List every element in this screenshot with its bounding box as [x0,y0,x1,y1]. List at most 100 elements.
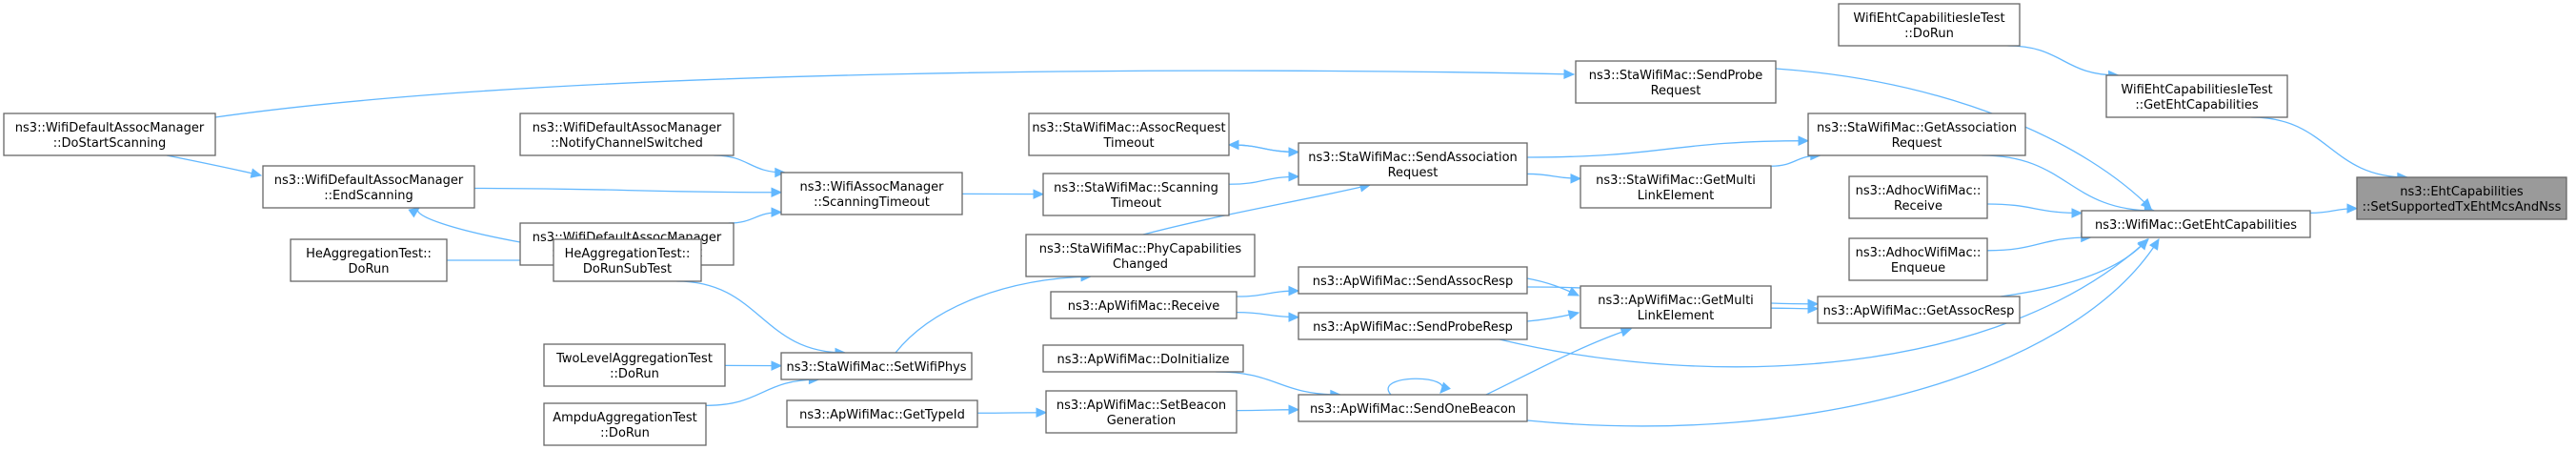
node-ehtTestGet[interactable]: WifiEhtCapabilitiesIeTest::GetEhtCapabil… [2105,74,2288,118]
node-defEndScanning[interactable]: ns3::WifiDefaultAssocManager::EndScannin… [262,165,475,209]
node-ehtTestDoRun[interactable]: WifiEhtCapabilitiesIeTest::DoRun [1838,3,2021,47]
node-label-line: WifiEhtCapabilitiesIeTest [1853,11,2004,26]
node-staSetWifiPhys[interactable]: ns3::StaWifiMac::SetWifiPhys [780,352,973,380]
edge-line [1142,184,1371,235]
edge-line [1526,140,1809,158]
arrowhead [1567,310,1580,320]
arrowhead [2137,238,2149,251]
edge-apSendProbeResp-to-apGetMultiLink [1526,310,1580,322]
edge-line [705,378,819,407]
node-label-line: ::SetSupportedTxEhtMcsAndNss [2363,200,2562,215]
node-label-line: HeAggregationTest:: [306,247,432,261]
node-box [1025,234,1256,277]
edge-staSendAssocReq-to-staGetMultiLink [1526,173,1582,184]
node-apReceive[interactable]: ns3::ApWifiMac::Receive [1050,291,1238,319]
edge-assocReqTimeout-to-staSendAssocReq [1228,144,1300,157]
edge-apSendOneBeacon-to-apSendOneBeacon [1387,378,1451,396]
node-box [780,352,973,380]
edge-line [1986,203,2083,215]
node-label-line: ns3::WifiDefaultAssocManager [15,121,205,135]
node-defDoStartScanning[interactable]: ns3::WifiDefaultAssocManager::DoStartSca… [3,112,216,156]
node-apGetTypeId[interactable]: ns3::ApWifiMac::GetTypeId [786,399,978,428]
edge-line [1228,144,1299,153]
node-label-line: Request [1892,136,1942,151]
edge-adhocReceive-to-getEhtCaps [1986,203,2083,218]
edge-defNotifyChSwitched-to-assocMgrScanTimeout [714,154,787,178]
node-label-line: ns3::WifiAssocManager [800,180,945,194]
node-apSendOneBeacon[interactable]: ns3::ApWifiMac::SendOneBeacon [1298,394,1528,422]
node-box [1050,291,1238,319]
node-label-line: LinkElement [1638,309,1714,323]
node-box [1848,237,1988,281]
edge-adhocEnqueue-to-getEhtCaps [1986,232,2092,252]
node-box [780,172,963,215]
edge-staSendAssocReq-to-getAssocReq [1526,135,1810,158]
edge-defEndScanning-to-assocMgrScanTimeout [473,187,783,198]
arrowhead [771,360,783,371]
node-box [1838,3,2021,47]
node-label-line: ns3::ApWifiMac::SetBeacon [1057,399,1226,413]
arrowhead [1033,189,1045,199]
edge-line [2251,116,2407,178]
arrowhead [1288,312,1300,322]
edge-line [1485,328,1632,396]
node-label-line: ::DoRun [1904,27,1954,41]
node-box [1580,165,1772,209]
node-label-line: ::DoStartScanning [53,136,166,151]
node-label-line: ns3::StaWifiMac::PhyCapabilities [1039,242,1242,256]
edge-line [976,412,1047,414]
node-heAggDoRunSub[interactable]: HeAggregationTest::DoRunSubTest [553,238,702,282]
arrowhead [250,168,263,178]
arrowhead [1563,69,1576,80]
node-label-line: ns3::StaWifiMac::Scanning [1054,181,1218,195]
node-apSendProbeResp[interactable]: ns3::ApWifiMac::SendProbeResp [1298,312,1528,340]
arrowhead [1567,286,1580,297]
node-getEhtCaps[interactable]: ns3::WifiMac::GetEhtCapabilities [2081,210,2311,238]
node-twoLevelAgg[interactable]: TwoLevelAggregationTest::DoRun [543,343,726,387]
node-box [543,402,707,446]
node-heAggDoRun[interactable]: HeAggregationTest::DoRun [290,238,448,282]
node-box [1042,344,1244,373]
node-box [1848,175,1988,219]
arrowhead [408,207,420,218]
node-root[interactable]: ns3::EhtCapabilities::SetSupportedTxEhtM… [2356,176,2567,220]
node-adhocReceive[interactable]: ns3::AdhocWifiMac::Receive [1848,175,1988,219]
node-apDoInitialize[interactable]: ns3::ApWifiMac::DoInitialize [1042,344,1244,373]
node-defNotifyChSwitched[interactable]: ns3::WifiDefaultAssocManager::NotifyChan… [519,112,735,156]
node-box [1298,266,1528,295]
node-label-line: WifiEhtCapabilitiesIeTest [2121,83,2272,97]
node-box [553,238,702,282]
node-label-line: ns3::StaWifiMac::SetWifiPhys [786,360,966,375]
node-box [290,238,448,282]
node-assocMgrScanTimeout[interactable]: ns3::WifiAssocManager::ScanningTimeout [780,172,963,215]
node-box [1045,390,1238,434]
edge-line [2007,45,2119,76]
arrowhead [775,167,787,178]
edge-assocMgrScanTimeout-to-scanningTimeoutSta [961,189,1045,199]
edge-line [676,280,846,354]
node-box [2081,210,2311,238]
node-ampduAgg[interactable]: AmpduAggregationTest::DoRun [543,402,707,446]
node-adhocEnqueue[interactable]: ns3::AdhocWifiMac::Enqueue [1848,237,1988,281]
node-label-line: ::DoRun [600,426,650,440]
edge-line [1986,236,2091,252]
node-apSendAssocResp[interactable]: ns3::ApWifiMac::SendAssocResp [1298,266,1528,295]
node-box [1580,285,1772,329]
node-getAssocResp[interactable]: ns3::ApWifiMac::GetAssocResp [1817,296,2021,324]
arrowhead [1570,174,1582,184]
node-label-line: Request [1388,166,1439,180]
node-label-line: LinkElement [1638,189,1714,203]
edge-apSendOneBeacon-to-getEhtCaps [1526,237,2160,427]
arrowhead [2071,208,2083,218]
edge-line [214,70,1575,118]
node-scanningTimeoutSta[interactable]: ns3::StaWifiMac::ScanningTimeout [1042,173,1230,216]
edge-ehtTestDoRun-to-ehtTestGet [2007,45,2120,81]
